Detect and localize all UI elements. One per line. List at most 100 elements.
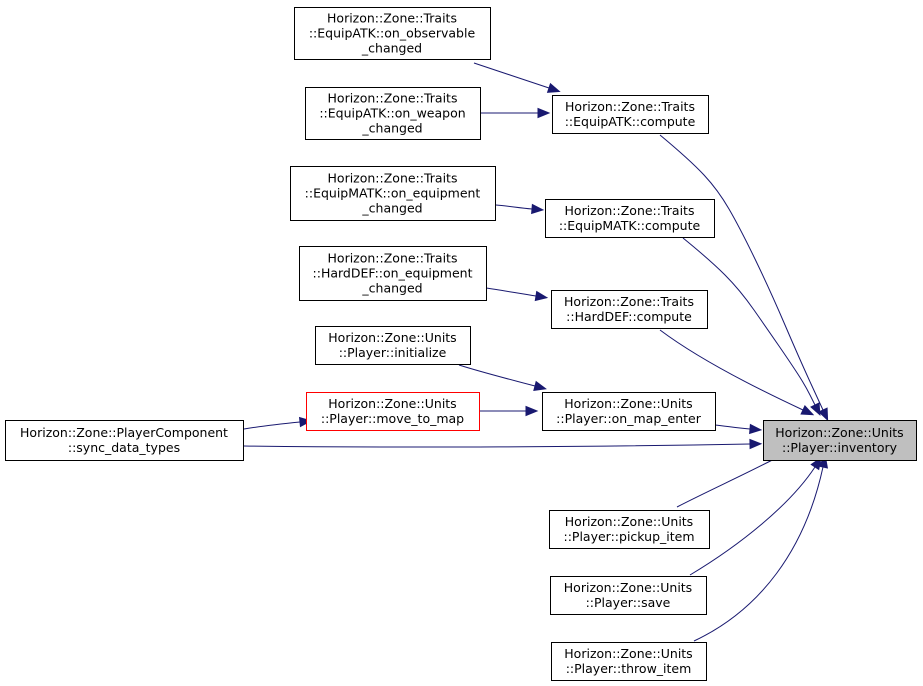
edge-line [243,443,751,448]
node-box[interactable] [305,87,481,140]
node-label: ::EquipATK::compute [565,114,696,129]
node-label: Horizon::Zone::Units [328,396,456,411]
node-label: _changed [361,121,422,136]
node-label: ::HardDEF::compute [566,309,692,324]
edge-line [693,466,824,642]
node-label: ::Player::move_to_map [321,411,464,426]
edge-line [495,204,533,210]
arrowhead-icon [537,107,551,119]
arrowhead-icon [800,405,815,416]
node-box[interactable] [763,420,917,461]
node-label: Horizon::Zone::Units [565,514,693,529]
arrowhead-icon [546,82,561,93]
edge-line [682,237,816,406]
node-equipatk-on-weapon[interactable]: Horizon::Zone::Traits::EquipATK::on_weap… [305,87,481,140]
node-label: ::Player::pickup_item [563,529,694,544]
node-box[interactable] [551,290,708,329]
arrowhead-icon [749,423,763,435]
edge-line [689,466,816,576]
edge-line [243,421,301,430]
node-label: ::HardDEF::on_equipment [313,266,473,281]
node-player-inventory[interactable]: Horizon::Zone::Units::Player::inventory [763,420,917,461]
node-box[interactable] [550,576,707,615]
node-label: ::EquipATK::on_weapon [319,106,465,121]
node-label: Horizon::Zone::Units [328,330,456,345]
node-box[interactable] [290,166,496,221]
node-label: ::EquipMATK::compute [559,218,701,233]
node-label: ::Player::on_map_enter [556,411,702,426]
node-label: ::Player::initialize [339,345,447,360]
edge-player_throw_item-to-player_inventory [693,454,829,642]
node-label: ::sync_data_types [68,440,180,455]
node-label: _changed [361,201,422,216]
node-box[interactable] [542,392,716,431]
edge-playercomponent_sync-to-player_move_to_map [243,416,313,430]
edge-line [458,364,536,387]
node-equipmatk-on-equipment[interactable]: Horizon::Zone::Traits::EquipMATK::on_equ… [290,166,496,221]
edge-equipmatk_on_equipment-to-equipmatk_compute [495,203,545,215]
edge-line [659,134,824,411]
edges-layer [243,62,829,642]
node-label: ::Player::save [586,595,671,610]
arrowhead-icon [525,405,539,417]
edge-equipmatk_compute-to-player_inventory [682,237,821,417]
node-label: ::Player::throw_item [566,661,692,676]
node-player-save[interactable]: Horizon::Zone::Units::Player::save [550,576,707,615]
node-label: Horizon::Zone::Units [564,580,692,595]
edge-playercomponent_sync-to-player_inventory [243,438,763,450]
node-label: Horizon::Zone::Traits [327,11,457,26]
node-label: Horizon::Zone::Units [564,646,692,661]
node-label: Horizon::Zone::Traits [328,251,458,266]
edge-line [485,287,537,297]
node-label: ::EquipMATK::on_equipment [305,186,481,201]
node-label: ::Player::inventory [782,440,898,455]
node-box[interactable] [306,392,480,431]
arrowhead-icon [810,402,821,417]
node-label: Horizon::Zone::PlayerComponent [20,425,228,440]
node-box[interactable] [552,95,709,134]
node-playercomponent-sync[interactable]: Horizon::Zone::PlayerComponent::sync_dat… [5,420,244,461]
node-label: _changed [361,41,422,56]
edge-equipatk_compute-to-player_inventory [659,134,829,422]
node-harddef-compute[interactable]: Horizon::Zone::Traits::HardDEF::compute [551,290,708,329]
node-equipmatk-compute[interactable]: Horizon::Zone::Traits::EquipMATK::comput… [545,199,715,238]
node-label: Horizon::Zone::Units [775,425,903,440]
node-player-pickup-item[interactable]: Horizon::Zone::Units::Player::pickup_ite… [549,510,710,549]
edge-player_move_to_map-to-player_on_map_enter [479,405,539,417]
node-player-on-map-enter[interactable]: Horizon::Zone::Units::Player::on_map_ent… [542,392,716,431]
arrowhead-icon [534,290,549,302]
edge-harddef_on_equipment-to-harddef_compute [485,287,549,302]
node-label: Horizon::Zone::Traits [564,294,694,309]
node-player-move-to-map[interactable]: Horizon::Zone::Units::Player::move_to_ma… [306,392,480,431]
node-box[interactable] [549,510,710,549]
node-label: Horizon::Zone::Traits [328,171,458,186]
node-label: Horizon::Zone::Traits [328,91,458,106]
node-box[interactable] [294,7,491,60]
edge-line [473,62,550,89]
node-player-initialize[interactable]: Horizon::Zone::Units::Player::initialize [315,326,471,365]
node-label: Horizon::Zone::Traits [565,99,695,114]
nodes-layer: Horizon::Zone::Traits::EquipATK::on_obse… [5,7,917,681]
node-box[interactable] [551,642,707,681]
node-label: _changed [361,281,422,296]
node-box[interactable] [5,420,244,461]
node-box[interactable] [545,199,715,238]
node-equipatk-on-observable[interactable]: Horizon::Zone::Traits::EquipATK::on_obse… [294,7,491,60]
arrowhead-icon [531,203,545,215]
node-box[interactable] [299,246,487,301]
edge-line [676,455,781,508]
node-label: ::EquipATK::on_observable [309,26,476,41]
node-player-throw-item[interactable]: Horizon::Zone::Units::Player::throw_item [551,642,707,681]
node-label: Horizon::Zone::Units [564,396,692,411]
node-box[interactable] [315,326,471,365]
node-label: Horizon::Zone::Traits [565,203,695,218]
arrowhead-icon [749,438,763,450]
edge-player_initialize-to-player_on_map_enter [458,364,547,391]
edge-harddef_compute-to-player_inventory [659,329,815,416]
arrowhead-icon [533,380,547,391]
node-harddef-on-equipment[interactable]: Horizon::Zone::Traits::HardDEF::on_equip… [299,246,487,301]
node-equipatk-compute[interactable]: Horizon::Zone::Traits::EquipATK::compute [552,95,709,134]
edge-player_on_map_enter-to-player_inventory [714,423,763,435]
edge-line [714,424,751,430]
edge-equipatk_on_observable-to-equipatk_compute [473,62,561,93]
